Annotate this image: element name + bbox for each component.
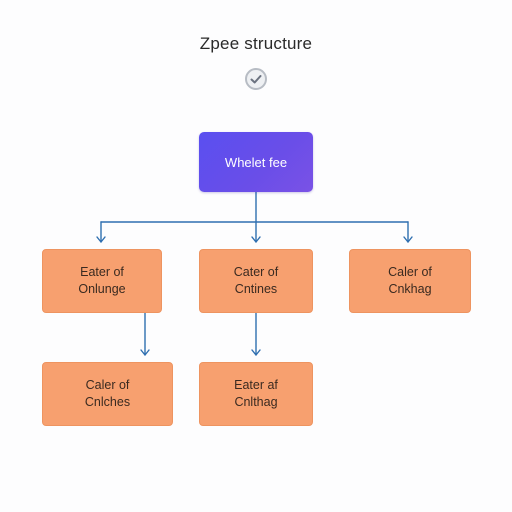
- node-label-line2: Cnkhag: [388, 282, 432, 296]
- arrowhead-1: [96, 236, 106, 243]
- node-label-line2: Cnlthag: [234, 395, 278, 409]
- child-node-2: Cater of Cntines: [199, 249, 313, 313]
- arrowhead-3: [403, 236, 413, 243]
- diagram-title: Zpee structure: [199, 34, 313, 53]
- arrowhead-5: [251, 349, 261, 356]
- node-label-line1: Eater af: [234, 378, 278, 392]
- node-label-line1: Caler of: [388, 265, 432, 279]
- node-label-line2: Cnlches: [84, 395, 131, 409]
- root-node: Whelet fee: [199, 132, 313, 192]
- node-label-line1: Caler of: [85, 378, 130, 392]
- child-node-3: Caler of Cnkhag: [349, 249, 471, 313]
- node-label-line1: Cater of: [233, 265, 279, 279]
- node-label-line2: Onlunge: [78, 282, 126, 296]
- child-node-4: Caler of Cnlches: [42, 362, 173, 426]
- root-node-label: Whelet fee: [224, 154, 288, 170]
- node-label-line2: Cntines: [234, 282, 278, 296]
- arrowhead-2: [251, 236, 261, 243]
- child-node-5: Eater af Cnlthag: [199, 362, 313, 426]
- child-node-1: Eater of Onlunge: [42, 249, 162, 313]
- arrowhead-4: [140, 349, 150, 356]
- check-circle-icon: [245, 68, 267, 90]
- node-label-line1: Eater of: [80, 265, 124, 279]
